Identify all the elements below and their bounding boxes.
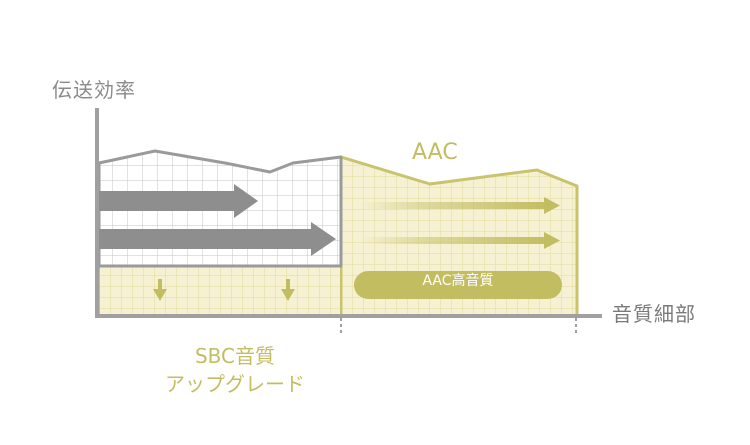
aac-pill <box>354 271 562 299</box>
aac-arrow-upper <box>360 197 560 214</box>
sbc-arrow-lower <box>99 222 336 256</box>
sbc-caption: SBC音質 アップグレード <box>140 342 330 398</box>
down-arrow-right <box>281 279 295 301</box>
sbc-caption-line1: SBC音質 <box>194 344 276 368</box>
down-arrow-left <box>153 279 167 301</box>
aac-arrow-lower <box>360 232 560 249</box>
aac-title: AAC <box>412 140 458 165</box>
x-axis-label: 音質細部 <box>612 302 696 326</box>
sbc-arrow-upper <box>99 184 258 218</box>
y-axis-label: 伝送効率 <box>52 78 136 102</box>
aac-pill-label: AAC高音質 <box>422 273 494 289</box>
sbc-caption-line2: アップグレード <box>165 372 305 396</box>
sbc-upgrade-strip <box>98 265 342 317</box>
